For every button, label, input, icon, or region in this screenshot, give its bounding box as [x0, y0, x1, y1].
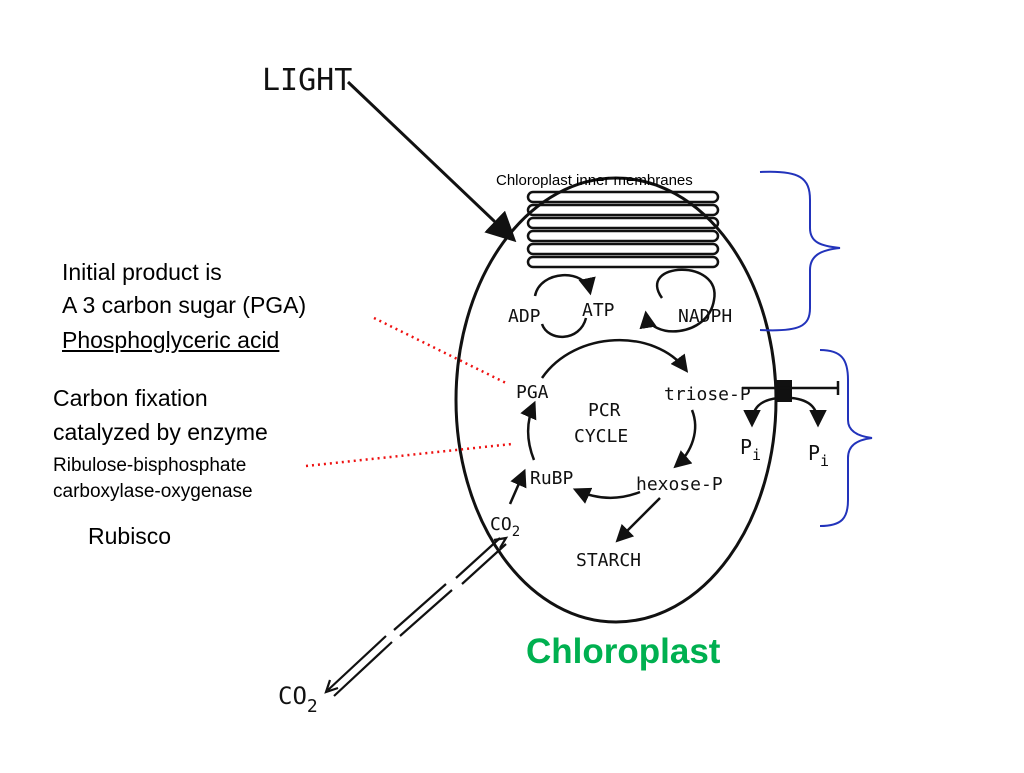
thylakoid-stack	[526, 190, 720, 269]
light-arrow	[346, 80, 517, 243]
pi-left-arrow	[743, 396, 779, 428]
pi-right-label: Pi	[808, 441, 829, 470]
co2-entry-arrow	[508, 468, 527, 505]
cycle-label: CYCLE	[574, 426, 628, 447]
atp-label: ATP	[582, 300, 615, 321]
enzyme-line-2: carboxylase-oxygenase	[53, 481, 253, 502]
inner-membranes-label: Chloroplast inner membranes	[496, 172, 693, 189]
nadph-loop-arrow	[639, 268, 716, 333]
triose-transporter	[776, 380, 792, 402]
pga-label: PGA	[516, 382, 549, 403]
pi-left-label: Pi	[740, 435, 761, 464]
chloroplast-title: Chloroplast	[526, 632, 721, 671]
pga-pointer-line	[373, 316, 509, 386]
starch-label: STARCH	[576, 550, 641, 571]
rubp-label: RuBP	[530, 468, 574, 489]
hexose-to-starch-arrow	[615, 497, 661, 543]
pcr-label: PCR	[588, 400, 621, 421]
adp-atp-cycle-arrow	[533, 274, 596, 297]
brace-top	[759, 170, 841, 332]
enzyme-line-1: Ribulose-bisphosphate	[53, 455, 247, 476]
hexose-p-label: hexose-P	[636, 474, 723, 495]
atp-return-arrow	[540, 317, 588, 339]
hexose-to-rubp-arrow	[572, 487, 641, 504]
triose-to-hexose-arrow	[673, 409, 697, 469]
triose-p-label: triose-P	[664, 384, 751, 405]
initial-product-line-1: Initial product is	[62, 259, 222, 285]
brace-bottom	[819, 349, 873, 527]
initial-product-line-3: Phosphoglyceric acid	[62, 327, 280, 353]
fixation-line-1: Carbon fixation	[53, 385, 208, 411]
fixation-line-2: catalyzed by enzyme	[53, 419, 268, 445]
co2-outer-label: CO2	[278, 682, 318, 717]
co2-diffusion-arrows	[324, 536, 509, 697]
co2-inner-label: CO2	[490, 514, 520, 540]
enzyme-pointer-line	[305, 442, 513, 468]
light-label: LIGHT	[262, 63, 352, 98]
adp-label: ADP	[508, 306, 541, 327]
rubp-to-pga-arrow	[520, 400, 537, 461]
rubisco-label: Rubisco	[88, 523, 172, 549]
nadph-label: NADPH	[678, 306, 732, 327]
initial-product-line-2: A 3 carbon sugar (PGA)	[62, 292, 307, 318]
pi-right-arrow	[791, 396, 827, 428]
pga-to-triose-arrow	[540, 339, 689, 379]
